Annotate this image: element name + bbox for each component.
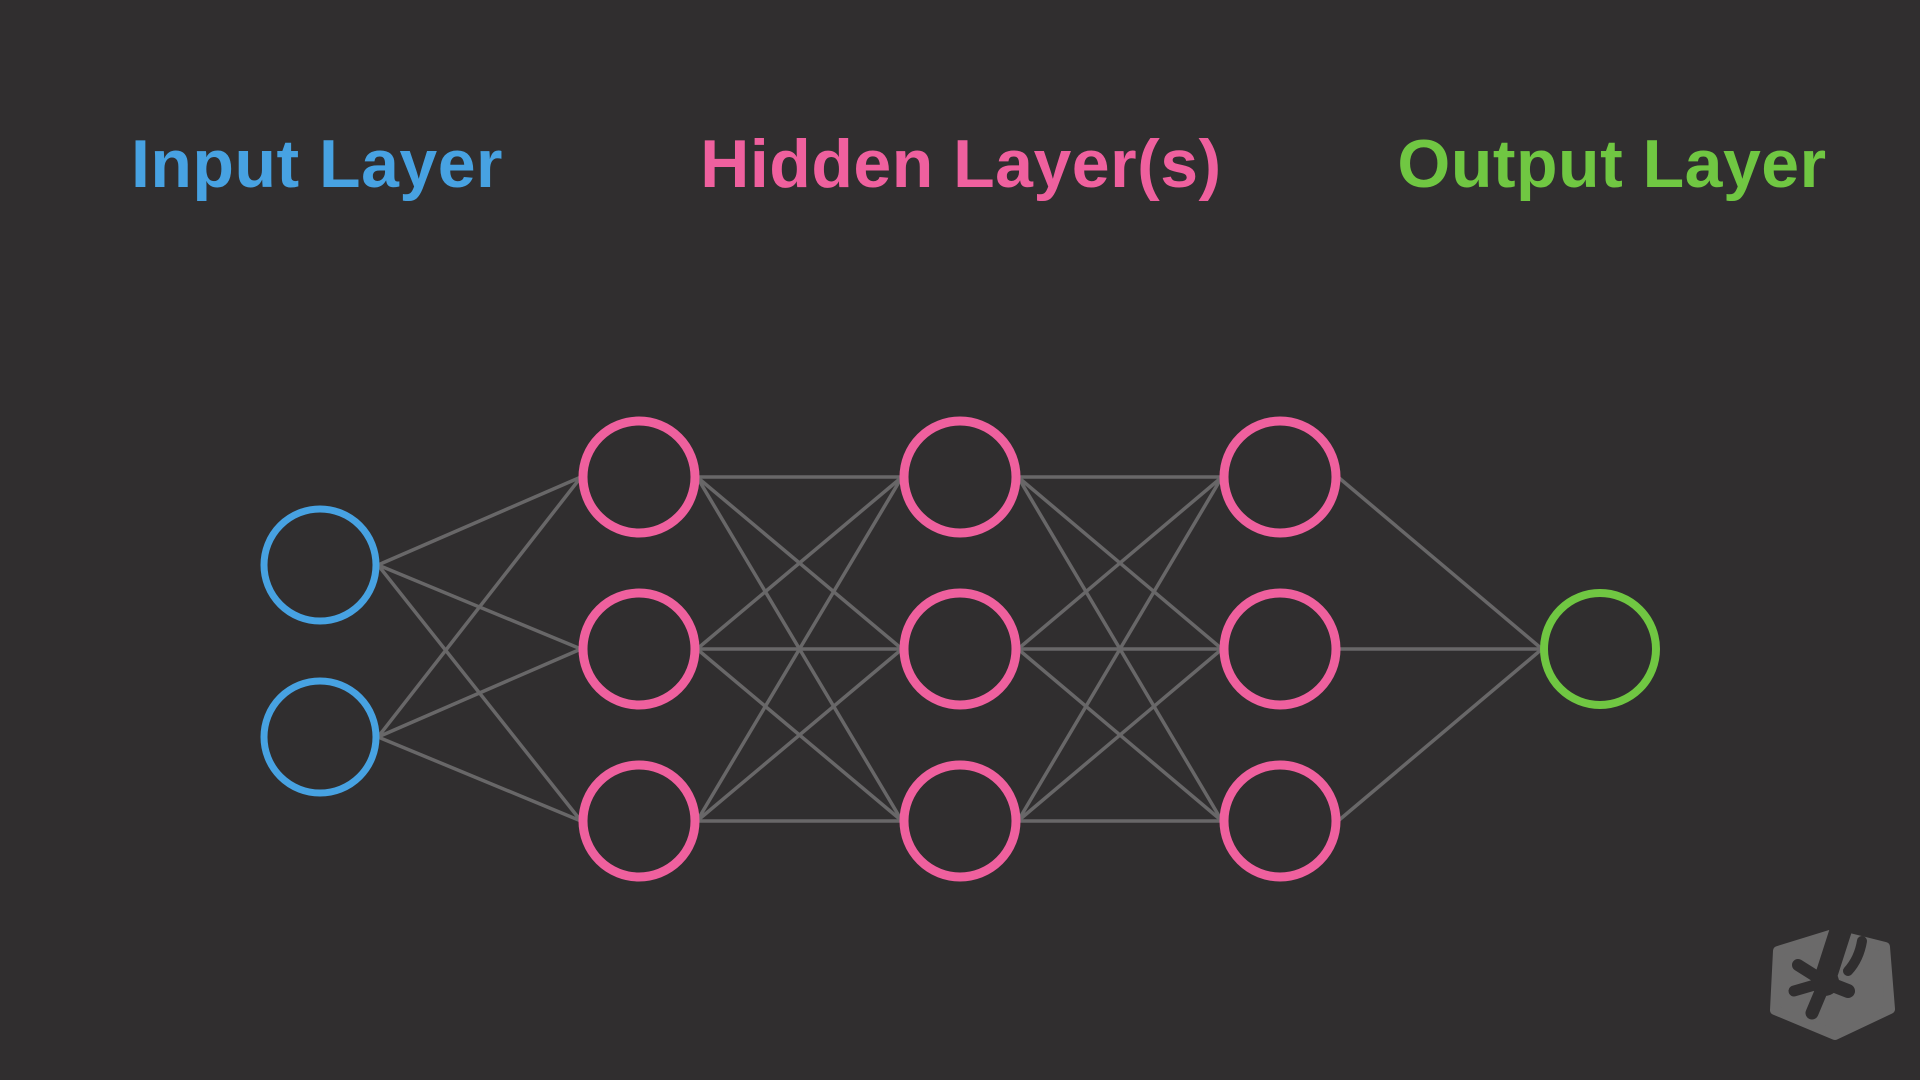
edge-input-layer-to-hidden-layer-1 [377,475,582,567]
edge-hidden-layer-2-to-hidden-layer-3 [1016,647,1224,823]
gecko-foot-cutout [1788,925,1867,1020]
hidden-layer-2-node-2 [899,588,1021,710]
hidden-layer-2-node-1 [899,416,1021,538]
hidden-layer-1-node-1 [578,416,700,538]
hidden-layer-label: Hidden Layer(s) [700,126,1222,202]
connection-edges [376,475,1544,823]
output-layer-label: Output Layer [1397,126,1827,202]
edge-hidden-layer-2-to-hidden-layer-3 [1016,476,1224,822]
hidden-layer-3-node-1 [1219,416,1341,538]
hidden-layer-3-node-3 [1219,760,1341,882]
edge-hidden-layer-1-to-hidden-layer-2 [695,475,904,651]
edge-input-layer-to-hidden-layer-1 [377,647,582,739]
hidden-layer-1-node-3 [578,760,700,882]
input-layer-label: Input Layer [131,126,503,202]
edge-input-layer-to-hidden-layer-1 [376,475,583,739]
input-layer-node-1 [260,505,380,625]
hidden-layer-2-node-3 [899,760,1021,882]
input-layer-node-2 [260,677,380,797]
edge-hidden-layer-1-to-hidden-layer-2 [695,476,904,822]
gecko-foot-hexagon-logo [1770,925,1895,1040]
edge-hidden-layer-3-to-output-layer [1336,475,1544,651]
output-layer-node-1 [1540,589,1660,709]
edge-hidden-layer-3-to-output-layer [1336,647,1544,823]
hidden-layer-3-node-2 [1219,588,1341,710]
edge-hidden-layer-2-to-hidden-layer-3 [1016,475,1224,651]
edge-input-layer-to-hidden-layer-1 [377,735,582,823]
edge-hidden-layer-1-to-hidden-layer-2 [695,647,904,823]
hidden-layer-1-node-2 [578,588,700,710]
